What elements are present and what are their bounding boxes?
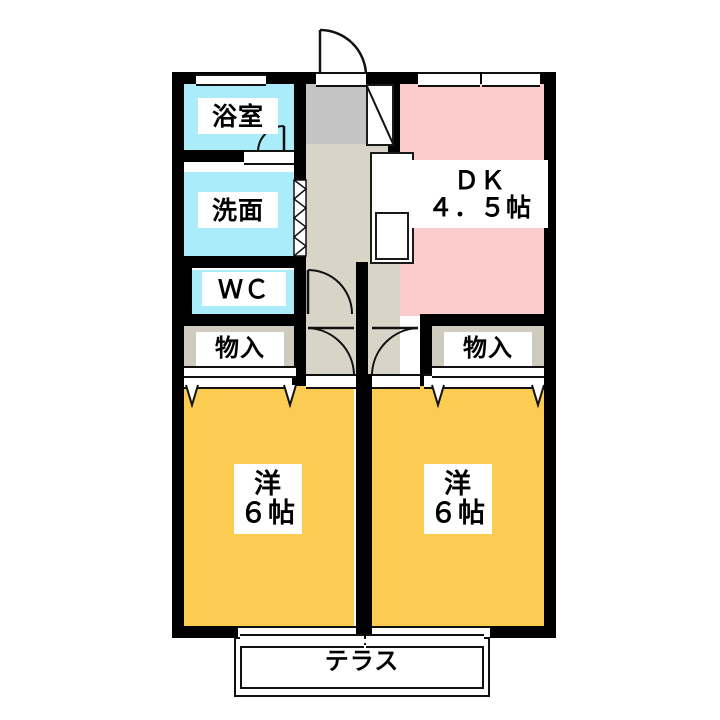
window-bath-north [196,74,266,86]
window-dk-north-right [482,72,540,87]
label-dk: ＤＫ ４．５帖 [412,160,548,228]
label-room-right-text: 洋 [443,468,473,500]
shoe-closet-diagonal [365,83,395,147]
entrance-door-swing [316,26,368,76]
label-bath: 浴室 [198,98,278,134]
room-fill-entrance [306,82,366,144]
label-wc: ＷＣ [202,272,286,306]
entrance-door-opening [316,72,366,87]
kitchen-sink [375,212,409,260]
interior-wall-wet-area-east [294,72,306,192]
interior-wall-between-bedrooms [356,374,372,638]
label-bath-text: 浴室 [211,101,264,131]
window-hall-bottom-right [372,374,420,389]
room-left-door-swing [307,326,356,376]
label-dk-area: ４．５帖 [427,193,532,222]
louver-hatch-washroom [292,179,308,257]
interior-wall-wc-south [172,314,306,326]
label-washroom: 洗面 [198,192,278,228]
exterior-wall-left [172,72,184,638]
label-closet-right: 物入 [444,332,532,366]
interior-wall-closet-right-west [420,314,432,376]
interior-wall-washroom-south [172,256,306,268]
label-washroom-text: 洗面 [211,195,264,225]
label-room-left: 洋 ６帖 [234,464,302,534]
closet-right-door-line [432,366,544,378]
label-closet-right-text: 物入 [463,334,513,363]
terrace-sash-right [366,634,484,648]
window-bath-door-opening [244,150,294,165]
label-room-right: 洋 ６帖 [424,464,492,534]
closet-left-door-line [184,366,296,378]
label-closet-left-text: 物入 [215,334,265,363]
exterior-wall-right [544,72,556,638]
wc-door-swing [306,268,354,316]
window-dk-north-left [418,72,480,87]
interior-wall-hall-west-lower [298,326,306,378]
window-hall-bottom-left [306,374,356,389]
label-room-right-area: ６帖 [429,498,487,529]
interior-wall-wc-west-stub [184,268,192,316]
room-left-north-sash-ticks [184,384,354,409]
label-closet-left: 物入 [196,332,284,366]
label-dk-text: ＤＫ [453,166,506,195]
label-wc-text: ＷＣ [217,274,270,304]
interior-wall-dk-south [420,314,556,326]
terrace-sash-left [240,634,364,648]
label-room-left-text: 洋 [253,468,283,500]
room-right-north-sash-ticks [374,384,546,409]
label-room-left-area: ６帖 [239,498,297,529]
label-terrace: テラス [296,645,428,679]
room-right-door-swing [368,326,419,376]
label-terrace-text: テラス [324,647,400,676]
interior-wall-hall-east-lower [356,262,368,378]
